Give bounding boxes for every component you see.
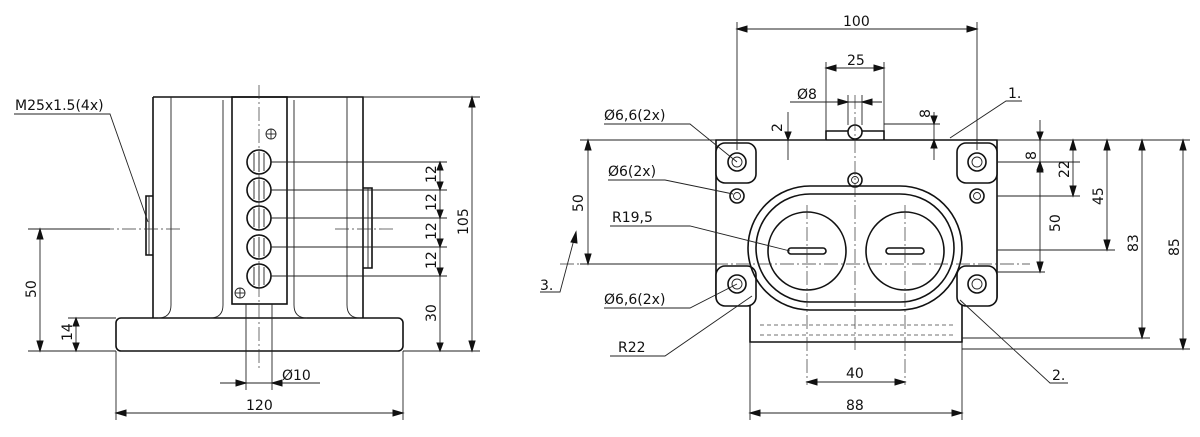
dim-pitch-2: 12 [424,193,440,211]
callout-2: 2. [1052,368,1065,384]
dim-pitch-4: 12 [424,251,440,269]
side-body-outline [152,96,364,318]
side-body-inner [157,97,361,319]
dim-pin-spacing: 25 [847,53,865,69]
dim-pin-height: 8 [918,109,934,118]
dim-right-45: 45 [1091,187,1107,205]
side-body-ribs [209,100,308,319]
dim-left-vertical: 50 [571,194,587,212]
dim-right-85: 85 [1167,238,1183,256]
label-radius-outer: R22 [618,340,646,356]
gasket-inner [755,193,955,303]
label-hole-top: Ø6,6(2x) [604,108,665,124]
dim-height-total: 105 [456,208,472,235]
dim-pin-diameter: Ø8 [797,87,817,103]
mount-ear-top-left [715,142,757,184]
label-radius-inner: R19,5 [612,210,653,226]
thread-label: M25x1.5(4x) [15,98,104,114]
label-hole-mid: Ø6(2x) [608,164,656,180]
dim-right-8: 8 [1024,151,1040,160]
callout-3: 3. [540,278,553,294]
mounting-holes [727,152,987,294]
dim-right-50: 50 [1048,214,1064,232]
front-view: 100 25 Ø8 2 8 Ø6,6(2x) Ø6(2x) R19,5 Ø6,6… [540,14,1190,420]
dim-bottom-88: 88 [846,398,864,414]
dim-right-83: 83 [1126,234,1142,252]
label-hole-bottom: Ø6,6(2x) [604,292,665,308]
cable-entry-left [145,195,153,256]
dim-width-top: 100 [843,14,870,30]
dim-bottom-offset: 30 [424,304,440,322]
pitch-dimensions [271,160,447,353]
dim-base-height: 14 [60,323,76,341]
ground-symbol-icon [234,128,277,299]
dim-right-22: 22 [1057,160,1073,178]
mount-ear-bottom-right [956,265,998,307]
callout-1: 1. [1008,86,1021,102]
dim-pitch-3: 12 [424,222,440,240]
dim-axis-height: 50 [24,280,40,298]
dim-pitch-1: 12 [424,165,440,183]
gasket-outer [747,185,963,311]
thread-leader [14,113,149,223]
side-view: M25x1.5(4x) 120 105 50 14 [14,85,480,420]
dim-width: 120 [246,398,273,414]
housing-plate [715,139,998,343]
dim-bottom-40: 40 [846,366,864,382]
dim-diameter: Ø10 [282,368,311,384]
side-base-flange [115,317,404,352]
cable-entry-right [363,187,373,269]
dim-pin-offset: 2 [770,123,786,132]
mount-ear-bottom-left [715,265,757,307]
terminal-block [231,96,288,305]
